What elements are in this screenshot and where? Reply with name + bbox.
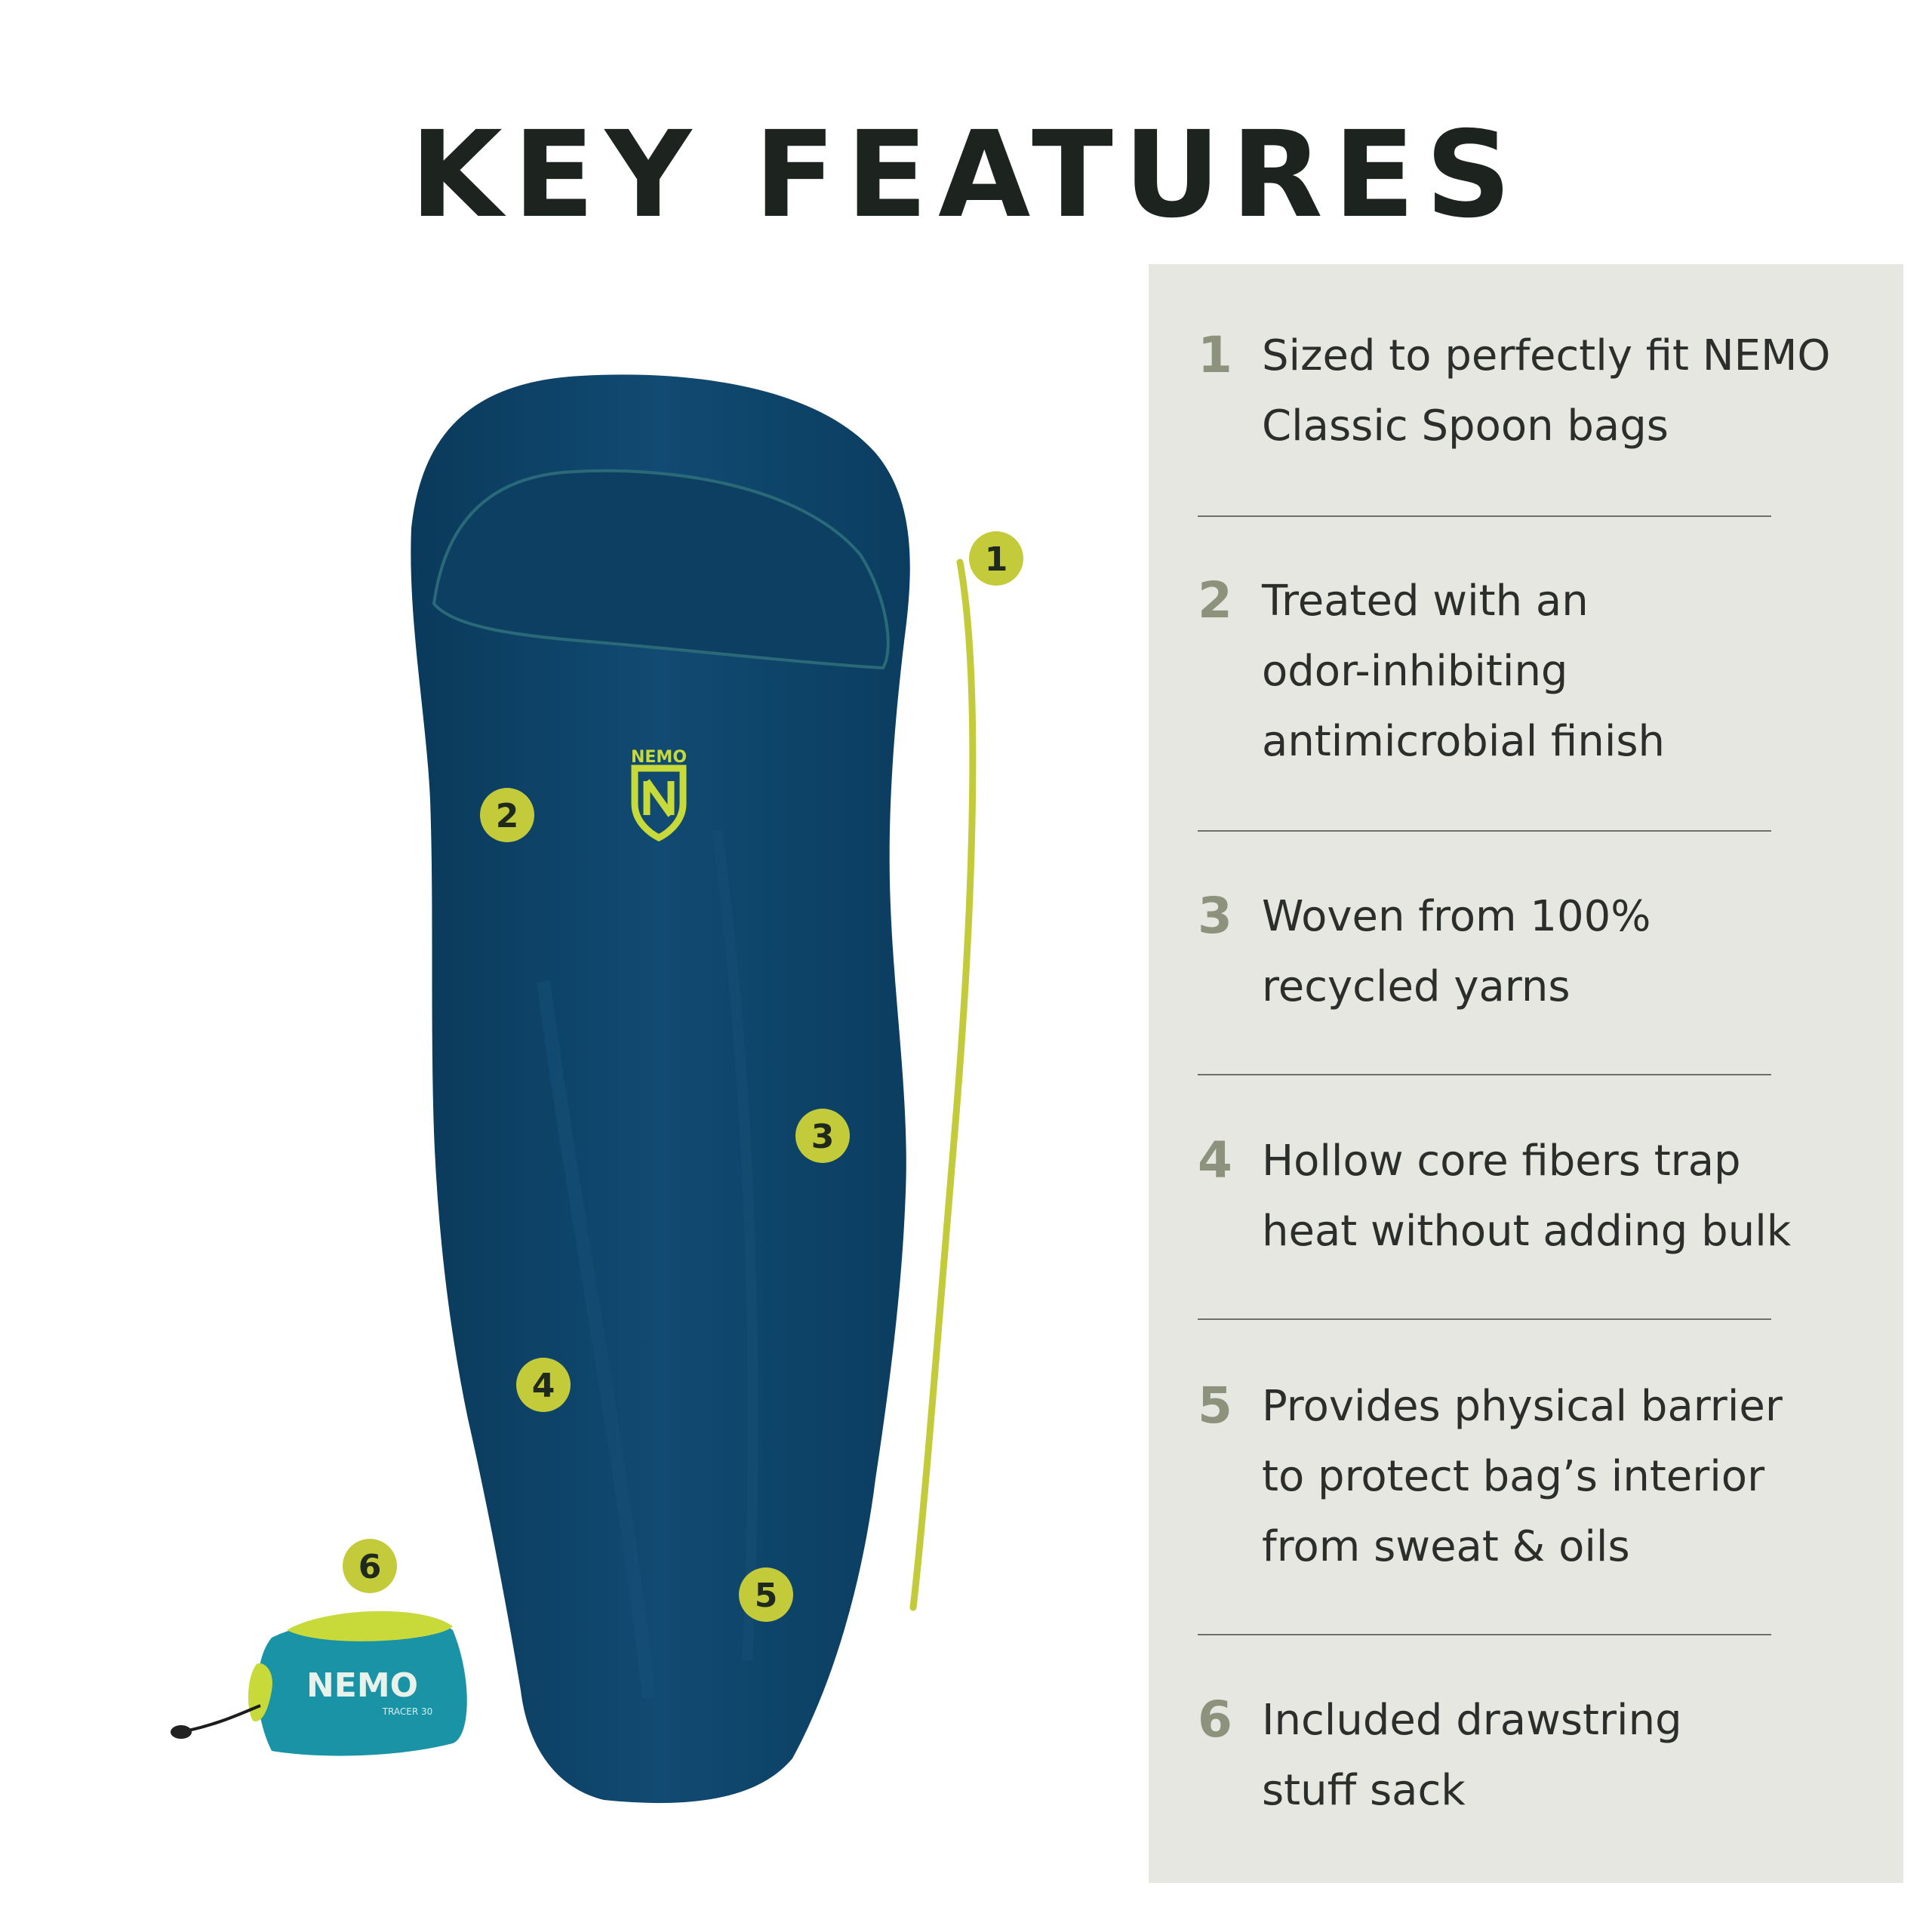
divider [1198, 830, 1771, 832]
callout-badge-4: 4 [516, 1358, 571, 1412]
sack-model-text: TRACER 30 [382, 1706, 433, 1717]
callout-badge-3: 3 [795, 1109, 850, 1163]
callout-badge-1: 1 [969, 531, 1023, 586]
feature-number: 6 [1198, 1690, 1232, 1749]
feature-number: 5 [1198, 1377, 1232, 1435]
feature-text: Included drawstring stuff sack [1262, 1696, 1682, 1815]
svg-text:4: 4 [532, 1367, 555, 1405]
svg-text:1: 1 [985, 540, 1008, 579]
feature-number: 1 [1198, 326, 1232, 384]
svg-text:5: 5 [755, 1577, 778, 1615]
sack-body [257, 1616, 467, 1756]
nemo-shield-icon: NEMO [631, 748, 687, 842]
liner-logo-text: NEMO [631, 748, 687, 767]
fabric-fold [712, 829, 758, 1661]
product-illustration: NEMO NEMO TRACER 30 1 2 3 4 5 6 [171, 374, 1023, 1804]
divider [1198, 1074, 1771, 1075]
hood-opening [432, 469, 890, 670]
stuff-sack: NEMO TRACER 30 [171, 1611, 467, 1756]
feature-text: Treated with an odor-inhibiting antimicr… [1262, 577, 1666, 766]
callout-badge-2: 2 [480, 788, 534, 842]
fabric-fold [537, 980, 656, 1700]
sack-lid [287, 1611, 453, 1641]
svg-text:2: 2 [496, 797, 519, 835]
feature-text: Woven from 100% recycled yarns [1262, 892, 1651, 1011]
feature-text: Sized to perfectly fit NEMO Classic Spoo… [1262, 331, 1831, 451]
svg-text:3: 3 [811, 1118, 835, 1156]
sack-logo-text: NEMO [306, 1666, 418, 1705]
feature-number: 4 [1198, 1131, 1232, 1189]
liner-body [411, 374, 910, 1804]
divider [1198, 1318, 1771, 1320]
feature-text: Provides physical barrier to protect bag… [1262, 1382, 1783, 1571]
divider [1198, 515, 1771, 517]
callout-badge-5: 5 [739, 1567, 793, 1622]
divider [1198, 1634, 1771, 1635]
feature-text: Hollow core fibers trap heat without add… [1262, 1137, 1792, 1256]
length-curve [909, 558, 977, 1611]
drawstring [180, 1704, 261, 1734]
svg-text:6: 6 [358, 1548, 382, 1586]
cord-lock [171, 1725, 192, 1739]
features-panel: 1 Sized to perfectly fit NEMO Classic Sp… [1149, 264, 1903, 1883]
page-title: KEY FEATURES [410, 106, 1522, 245]
feature-number: 3 [1198, 887, 1232, 945]
feature-number: 2 [1198, 571, 1232, 629]
callout-badge-6: 6 [343, 1539, 397, 1593]
